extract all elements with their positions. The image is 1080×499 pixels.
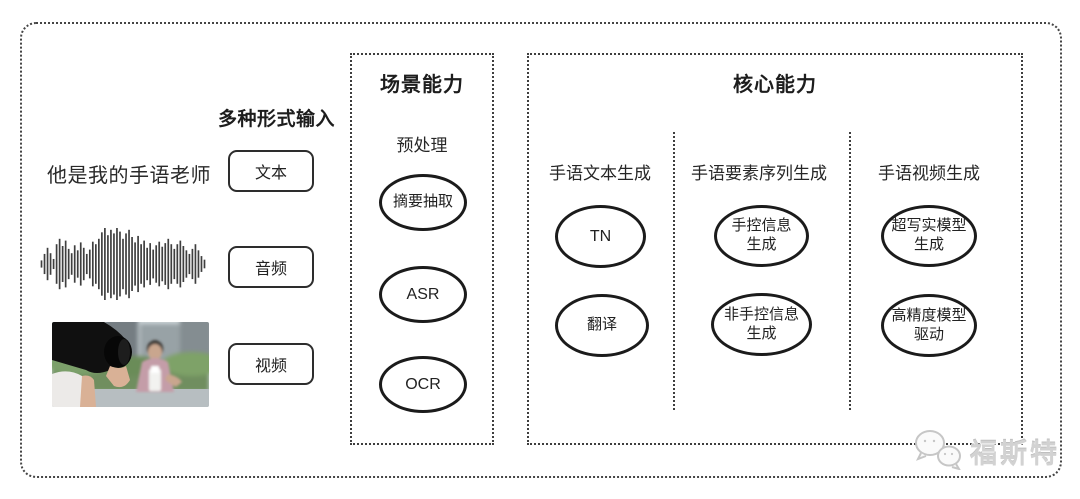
core-capability-box: 核心能力 手语文本生成 TN 翻译 手语要素序列生成 手控信息 生成 非手控信息… (527, 53, 1023, 445)
input-type-box-video: 视频 (228, 343, 314, 385)
audio-waveform-icon (40, 228, 206, 300)
core-column-header-video-generation: 手语视频生成 (878, 164, 980, 183)
outer-border (20, 22, 1062, 478)
watermark: 福斯特 (912, 428, 1060, 475)
scene-node-summary-extraction: 摘要抽取 (379, 174, 467, 231)
node-label-line2: 驱动 (913, 325, 944, 343)
scene-node-asr: ASR (379, 266, 467, 323)
sample-sentence-text: 他是我的手语老师 (47, 165, 211, 187)
core-column-header-text-generation: 手语文本生成 (549, 164, 651, 183)
input-type-label-text: 文本 (254, 165, 287, 182)
input-type-box-text: 文本 (228, 150, 314, 192)
scene-capability-box: 场景能力 预处理 摘要抽取 ASR OCR (350, 53, 494, 445)
core-node-manual-info-generation: 手控信息 生成 (714, 205, 809, 267)
node-label-line2: 生成 (746, 236, 777, 253)
node-label-line1: 非手控信息 (723, 305, 799, 323)
core-node-non-manual-info-generation: 非手控信息 生成 (711, 293, 812, 356)
node-label: 翻译 (586, 316, 617, 334)
node-label-line1: 手控信息 (731, 217, 792, 235)
input-type-label-video: 视频 (254, 358, 287, 375)
core-node-hyperrealistic-model-generation: 超写实模型 生成 (881, 205, 977, 267)
column-divider-1 (673, 132, 675, 410)
node-label: OCR (405, 375, 441, 393)
scene-box-title: 场景能力 (380, 74, 464, 96)
wechat-bubbles-icon (912, 428, 964, 475)
watermark-text: 福斯特 (970, 439, 1060, 469)
node-label: ASR (406, 285, 440, 303)
core-node-tn: TN (555, 205, 646, 268)
node-label-line1: 高精度模型 (891, 306, 967, 324)
core-box-title: 核心能力 (733, 74, 817, 96)
core-column-header-element-sequence: 手语要素序列生成 (691, 164, 827, 183)
node-label-line1: 超写实模型 (891, 217, 967, 235)
input-section-heading: 多种形式输入 (218, 109, 336, 130)
column-divider-2 (849, 132, 851, 410)
node-label: 摘要抽取 (392, 193, 453, 211)
node-label-line2: 生成 (746, 324, 777, 342)
core-node-high-precision-model-driving: 高精度模型 驱动 (881, 294, 977, 357)
node-label: TN (589, 227, 612, 245)
node-label-line2: 生成 (913, 236, 944, 253)
scene-box-subtitle: 预处理 (396, 136, 448, 155)
scene-node-ocr: OCR (379, 356, 467, 413)
core-node-translation: 翻译 (555, 294, 649, 357)
video-thumbnail-image (52, 322, 209, 407)
input-type-label-audio: 音频 (254, 261, 287, 278)
input-type-box-audio: 音频 (228, 246, 314, 288)
